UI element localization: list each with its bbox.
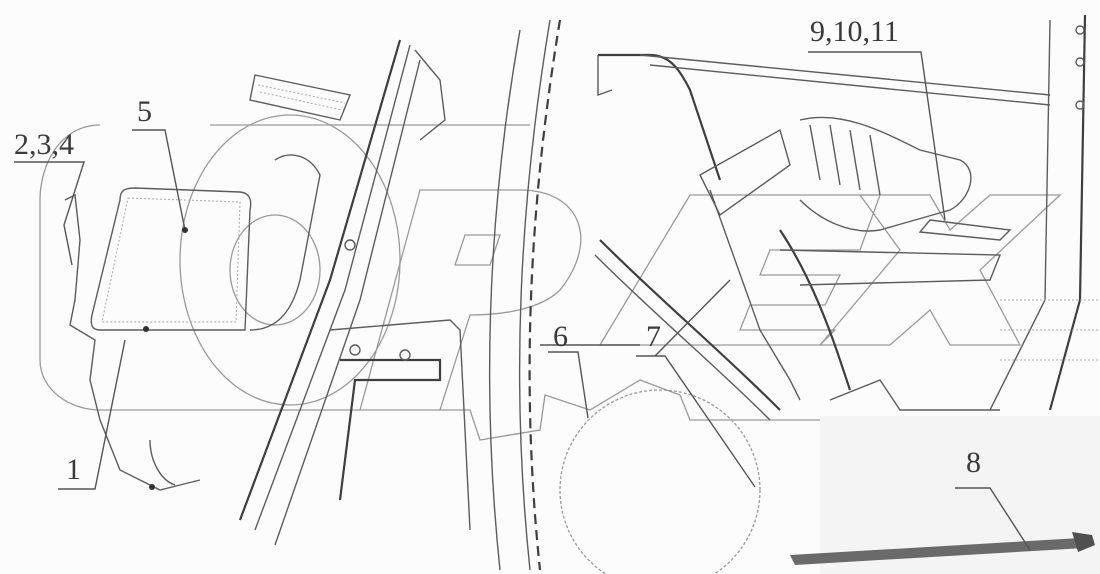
rod-part (790, 416, 1100, 574)
callout-label-2-3-4: 2,3,4 (14, 128, 74, 161)
callout-label-7: 7 (646, 320, 661, 353)
callout-label-1: 1 (66, 453, 81, 486)
washer-reservoir-part (64, 74, 351, 491)
callout-label-8: 8 (966, 446, 981, 479)
wheel-arch-bracket-part (594, 14, 1100, 421)
watermark-outline (39, 114, 1062, 574)
leader-lines (14, 51, 1031, 551)
callout-label-6: 6 (553, 320, 568, 353)
body-pillar-part (238, 19, 562, 571)
callout-label-5: 5 (137, 95, 152, 128)
callout-label-9-10-11: 9,10,11 (810, 15, 899, 48)
